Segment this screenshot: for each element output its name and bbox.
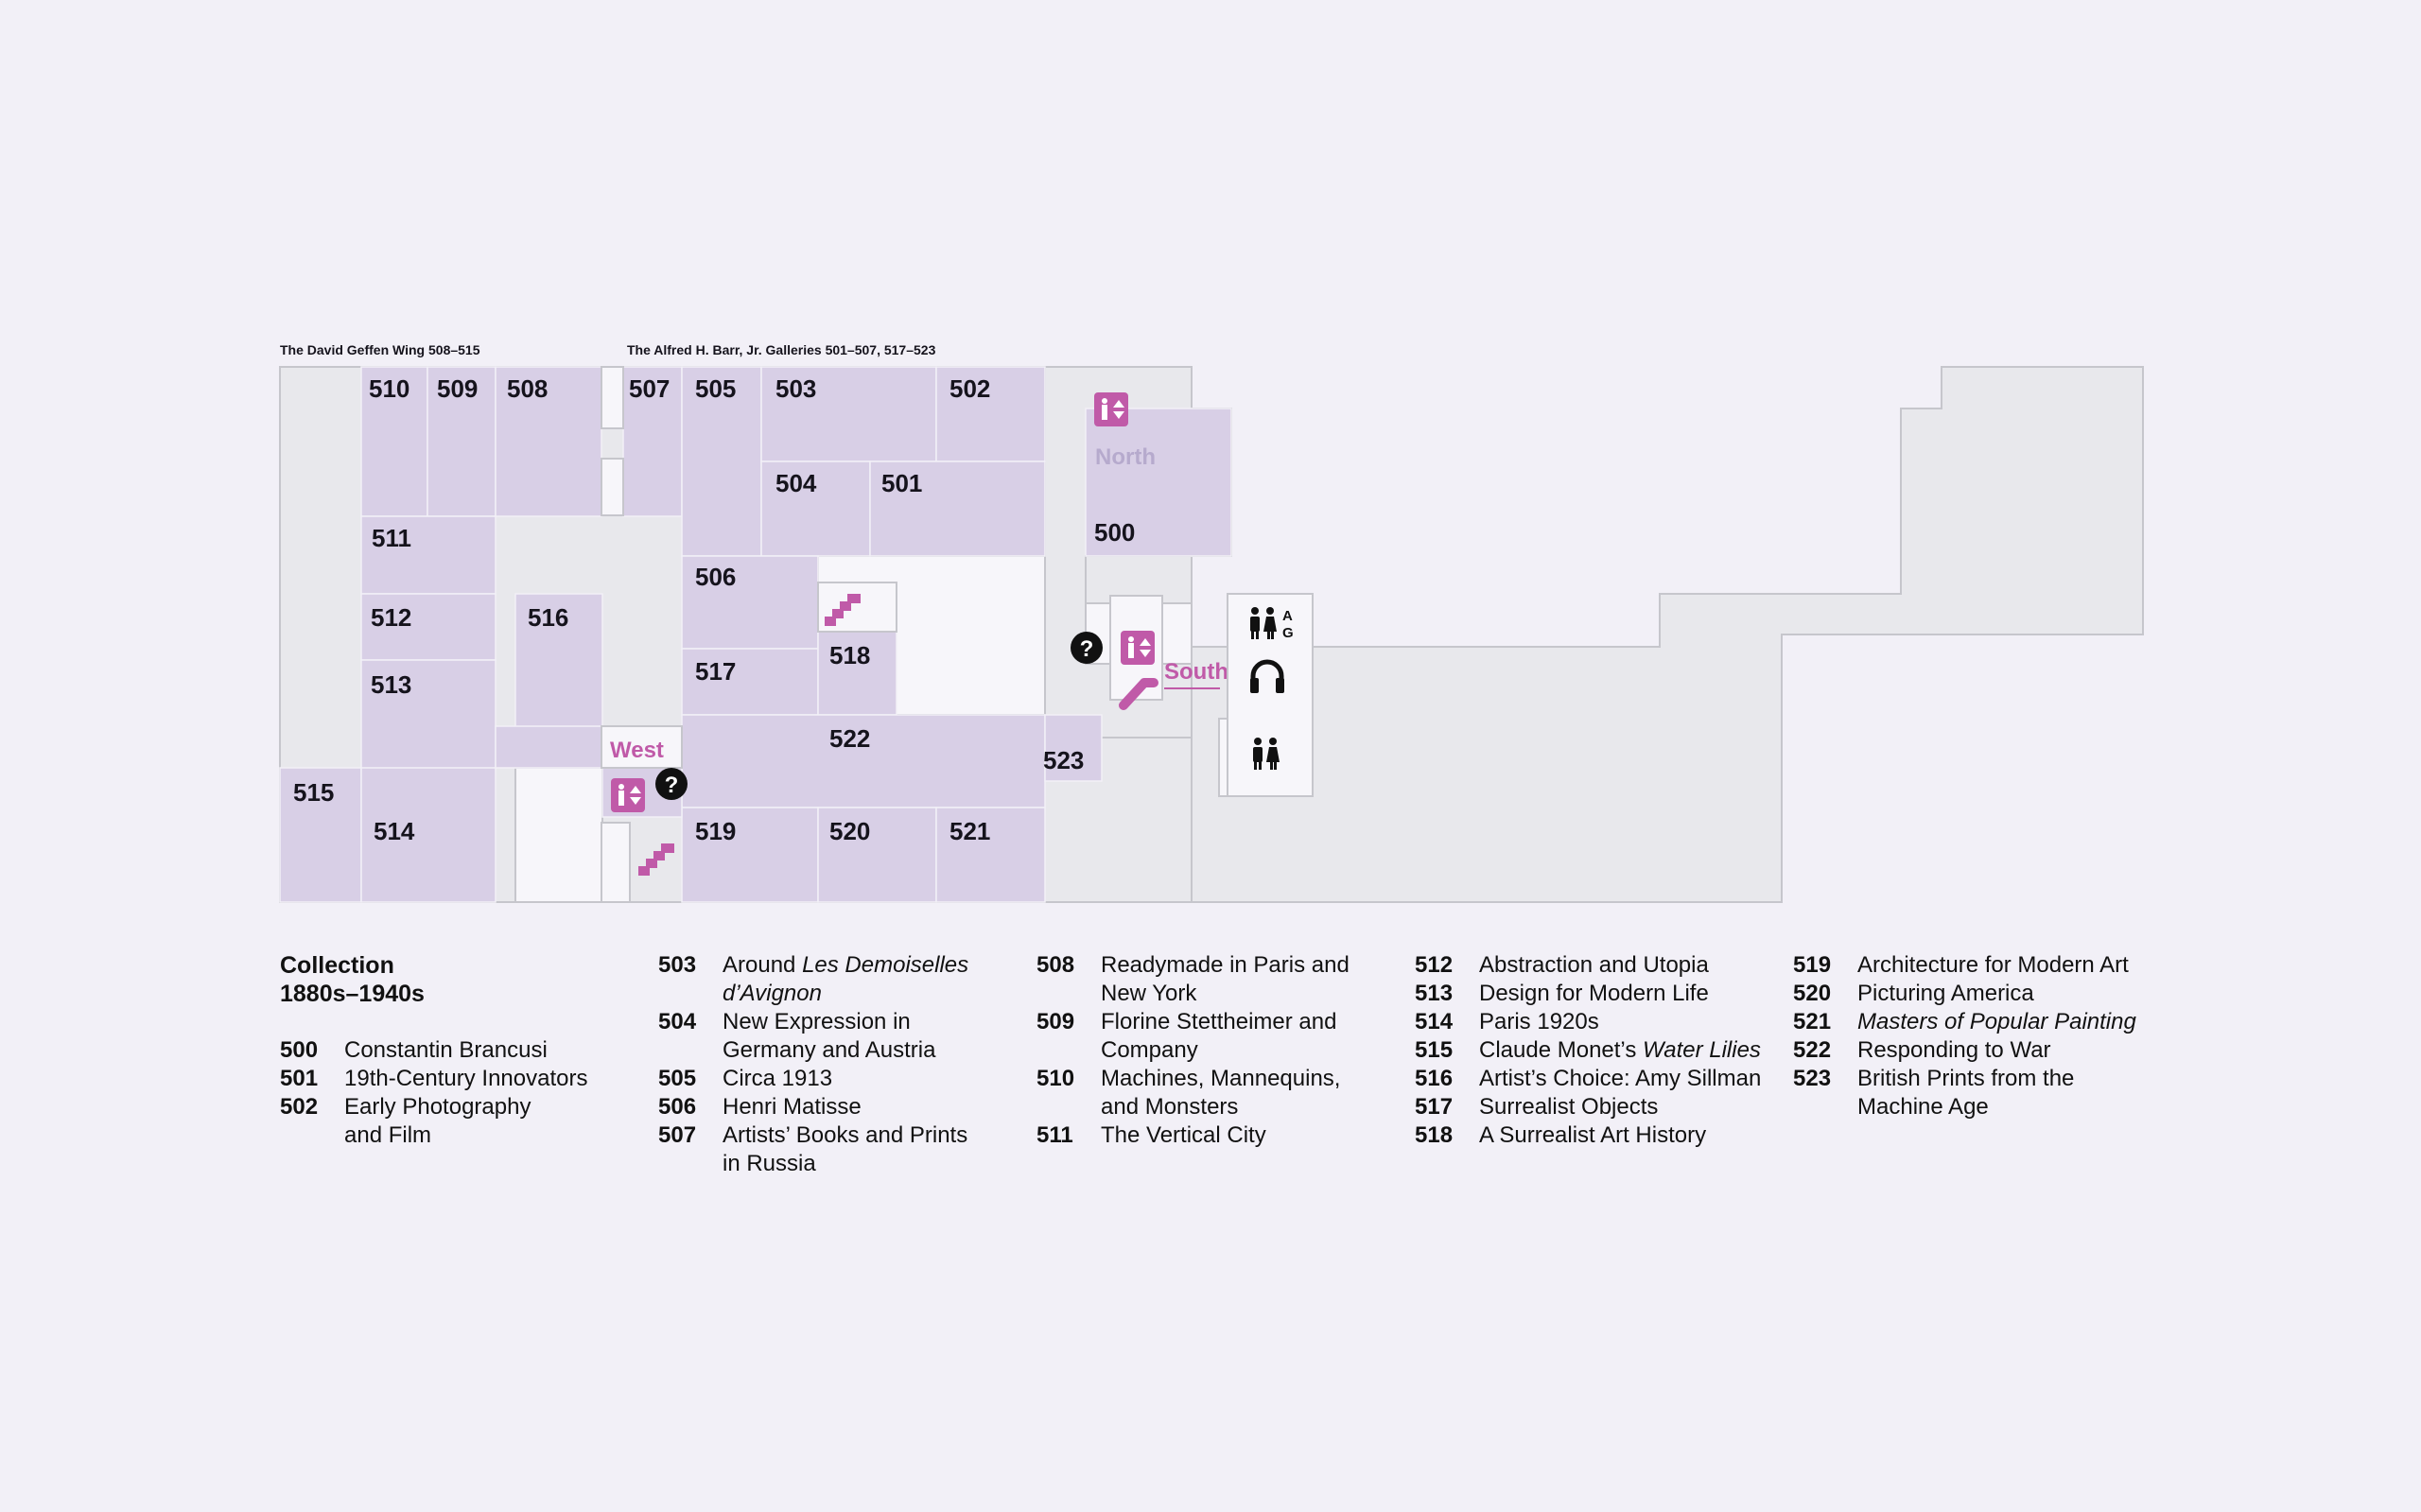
room-507: 507: [629, 374, 670, 403]
room-506: 506: [695, 563, 736, 591]
info-icon: ?: [655, 768, 688, 800]
legend-heading: Collection 1880s–1940s: [280, 952, 425, 1007]
stairs-icon: [825, 594, 861, 626]
svg-text:?: ?: [1080, 636, 1094, 662]
room-520: 520: [829, 817, 870, 845]
gallery-511: [360, 515, 496, 595]
stairs-icon: [638, 843, 674, 876]
gallery-523: [1044, 714, 1103, 782]
gallery-507: [622, 366, 683, 517]
room-516: 516: [528, 603, 568, 632]
room-512: 512: [371, 603, 411, 632]
room-523: 523: [1043, 746, 1084, 774]
gallery-520: [817, 807, 937, 903]
info-icon: ?: [1071, 632, 1103, 664]
room-519: 519: [695, 817, 736, 845]
room-518: 518: [829, 641, 870, 669]
room-511: 511: [372, 524, 411, 552]
gallery-519: [681, 807, 819, 903]
svg-text:A: A: [1282, 608, 1293, 624]
room-513: 513: [371, 670, 411, 699]
gallery-link-516: [495, 725, 610, 769]
gallery-501: [869, 461, 1046, 557]
room-500: 500: [1094, 518, 1135, 547]
gallery-506: [681, 555, 819, 650]
gallery-510: [360, 366, 428, 517]
gallery-512: [360, 593, 496, 661]
room-508: 508: [507, 374, 548, 403]
room-509: 509: [437, 374, 478, 403]
gallery-513: [360, 659, 496, 770]
escalator-icon: [1119, 678, 1158, 710]
room-517: 517: [695, 657, 736, 686]
room-503: 503: [775, 374, 816, 403]
gallery-515: [279, 767, 362, 903]
room-515: 515: [293, 778, 334, 807]
room-501: 501: [881, 469, 922, 497]
all-gender-restroom-icon: A G: [1250, 607, 1294, 641]
north-label: North: [1095, 444, 1156, 470]
elevator-icon: [611, 778, 645, 812]
barr-galleries-label: The Alfred H. Barr, Jr. Galleries 501–50…: [627, 342, 936, 357]
elevator-icon: [1094, 392, 1128, 426]
room-502: 502: [949, 374, 990, 403]
room-521: 521: [949, 817, 990, 845]
room-522: 522: [829, 724, 870, 753]
gallery-518: [817, 631, 897, 716]
room-510: 510: [369, 374, 409, 403]
room-504: 504: [775, 469, 817, 497]
west-label: West: [610, 738, 664, 763]
gallery-508: [495, 366, 602, 517]
restroom-icon: [1253, 738, 1280, 770]
room-numbers: 500 501 502 503 504 505 506 507 508 509 …: [293, 374, 1135, 845]
svg-text:G: G: [1282, 625, 1294, 641]
geffen-wing-label: The David Geffen Wing 508–515: [280, 342, 480, 357]
svg-text:?: ?: [665, 773, 679, 798]
gallery-500: [1085, 408, 1232, 557]
gallery-514: [360, 767, 496, 903]
gallery-505: [681, 366, 762, 557]
floor-map: The David Geffen Wing 508–515 The Alfred…: [279, 342, 2144, 903]
room-505: 505: [695, 374, 736, 403]
gallery-521: [935, 807, 1046, 903]
south-label: South: [1164, 659, 1228, 685]
audio-guide-icon: [1250, 659, 1284, 693]
room-514: 514: [374, 817, 415, 845]
gallery-502: [935, 366, 1046, 462]
gallery-503: [760, 366, 937, 462]
gallery-522: [681, 714, 1046, 808]
elevator-icon: [1121, 631, 1155, 665]
